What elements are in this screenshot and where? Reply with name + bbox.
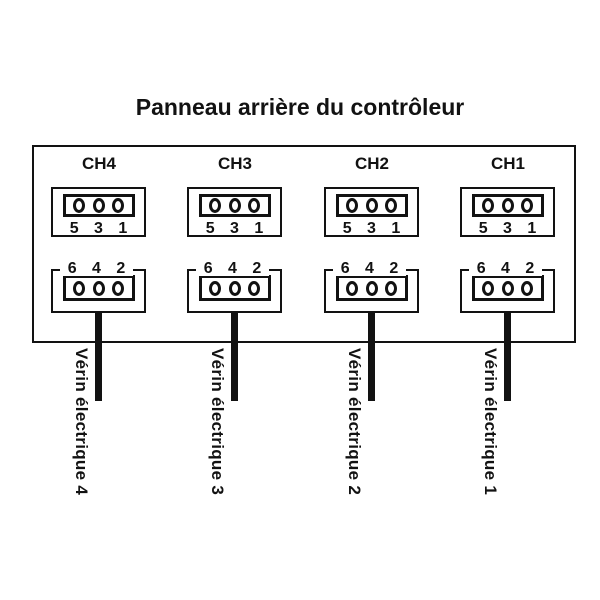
pin-hole [209,198,221,213]
channel-label: CH1 [490,154,525,173]
connector-socket [198,275,271,301]
cable-line [231,311,238,401]
channel-column-ch4: CH4 5 3 1 6 4 2 Vérin é [51,145,147,515]
cable-line [368,311,375,401]
pin-number: 6 [196,261,221,277]
connector-bottom [51,269,146,313]
pin-hole [228,198,241,213]
pin-hole [501,280,514,296]
diagram-title: Panneau arrière du contrôleur [135,94,465,120]
pin-number: 6 [60,261,85,277]
pin-hole [521,280,533,296]
pin-number: 5 [205,220,215,237]
pin-numbers-top: 5 3 1 [335,221,408,237]
pin-numbers-top: 5 3 1 [62,221,135,237]
connector-socket [335,194,408,217]
pin-hole [228,280,241,296]
pin-number: 6 [333,261,358,277]
pin-number: 5 [342,220,352,237]
channel-column-ch2: CH2 5 3 1 6 4 2 Vérin é [324,145,420,515]
pin-number: 3 [503,220,512,237]
connector-socket [471,275,544,301]
cable-line [95,311,102,401]
pin-number: 1 [254,220,264,237]
pin-hole [248,198,260,213]
pin-numbers-top: 5 3 1 [198,221,271,237]
pin-hole [482,280,494,296]
pin-number: 2 [108,261,133,277]
connector-socket [471,194,544,217]
pin-hole [501,198,514,213]
pin-hole [112,198,124,213]
pin-number: 2 [517,261,542,277]
pin-hole [385,280,397,296]
pin-number: 3 [367,220,376,237]
pin-number: 1 [391,220,401,237]
pin-hole [248,280,260,296]
pin-hole [112,280,124,296]
cable-label: Vérin électrique 1 [481,348,500,496]
connector-top: 5 3 1 [51,187,146,237]
pin-number: 4 [220,261,245,277]
pin-hole [92,198,105,213]
connector-socket [335,275,408,301]
pin-numbers-top: 5 3 1 [471,221,544,237]
pin-number: 1 [118,220,128,237]
connector-bottom [324,269,419,313]
cable-label: Vérin électrique 4 [72,348,91,496]
pin-number: 5 [69,220,79,237]
connector-top: 5 3 1 [460,187,555,237]
pin-hole [92,280,105,296]
pin-hole [365,198,378,213]
connector-top: 5 3 1 [324,187,419,237]
cable-label: Vérin électrique 2 [345,348,364,496]
channel-label: CH4 [81,154,116,173]
pin-numbers-bottom: 6 4 2 [196,261,269,277]
connector-socket [62,194,135,217]
pin-hole [346,198,358,213]
channel-column-ch3: CH3 5 3 1 6 4 2 Vérin é [187,145,283,515]
connector-socket [198,194,271,217]
pin-hole [346,280,358,296]
pin-number: 4 [84,261,109,277]
connector-socket [62,275,135,301]
pin-number: 2 [381,261,406,277]
channel-column-ch1: CH1 5 3 1 6 4 2 Vérin é [460,145,556,515]
channel-label: CH2 [354,154,389,173]
pin-numbers-bottom: 6 4 2 [469,261,542,277]
connector-top: 5 3 1 [187,187,282,237]
pin-numbers-bottom: 6 4 2 [60,261,133,277]
pin-hole [365,280,378,296]
pin-number: 4 [493,261,518,277]
channel-label: CH3 [217,154,252,173]
pin-number: 3 [230,220,239,237]
pin-hole [482,198,494,213]
cable-line [504,311,511,401]
pin-hole [209,280,221,296]
pin-number: 2 [244,261,269,277]
pin-hole [73,280,85,296]
pin-number: 6 [469,261,494,277]
pin-number: 4 [357,261,382,277]
pin-number: 3 [94,220,103,237]
pin-hole [385,198,397,213]
pin-number: 5 [478,220,488,237]
pin-numbers-bottom: 6 4 2 [333,261,406,277]
pin-hole [521,198,533,213]
pin-number: 1 [527,220,537,237]
cable-label: Vérin électrique 3 [208,348,227,496]
pin-hole [73,198,85,213]
